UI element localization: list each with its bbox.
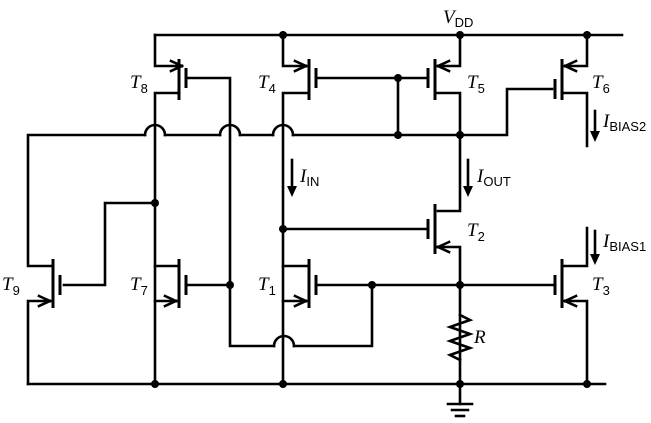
t7-label: T7 (130, 274, 148, 298)
vdd-label: VDD (443, 7, 473, 30)
resistor-label: R (473, 327, 486, 348)
t1-label: T1 (258, 274, 276, 298)
transistor-t9 (37, 259, 62, 308)
t5-label: T5 (467, 72, 485, 96)
transistor-t6 (553, 59, 578, 100)
wiring (26, 33, 624, 386)
transistor-t7 (163, 259, 188, 308)
t2-label: T2 (467, 220, 485, 244)
transistor-t8 (169, 59, 188, 100)
transistor-t5 (426, 59, 451, 100)
transistor-t3 (553, 259, 578, 308)
transistor-t1 (293, 259, 318, 308)
ground-symbol (446, 382, 474, 418)
transistor-t4 (293, 59, 318, 100)
current-arrows (287, 109, 600, 265)
iout-label: IOUT (476, 166, 511, 189)
resistor (446, 313, 474, 362)
transistor-t2 (426, 204, 451, 254)
t6-label: T6 (592, 72, 610, 96)
t9-label: T9 (2, 274, 20, 298)
junction-dots (151, 31, 591, 388)
ibias2-label: IBIAS2 (602, 111, 646, 134)
ibias1-label: IBIAS1 (602, 231, 646, 254)
t8-label: T8 (130, 72, 148, 96)
wire-crossovers (143, 123, 296, 348)
iin-label: IIN (299, 166, 319, 189)
t3-label: T3 (592, 274, 610, 298)
t4-label: T4 (258, 72, 276, 96)
